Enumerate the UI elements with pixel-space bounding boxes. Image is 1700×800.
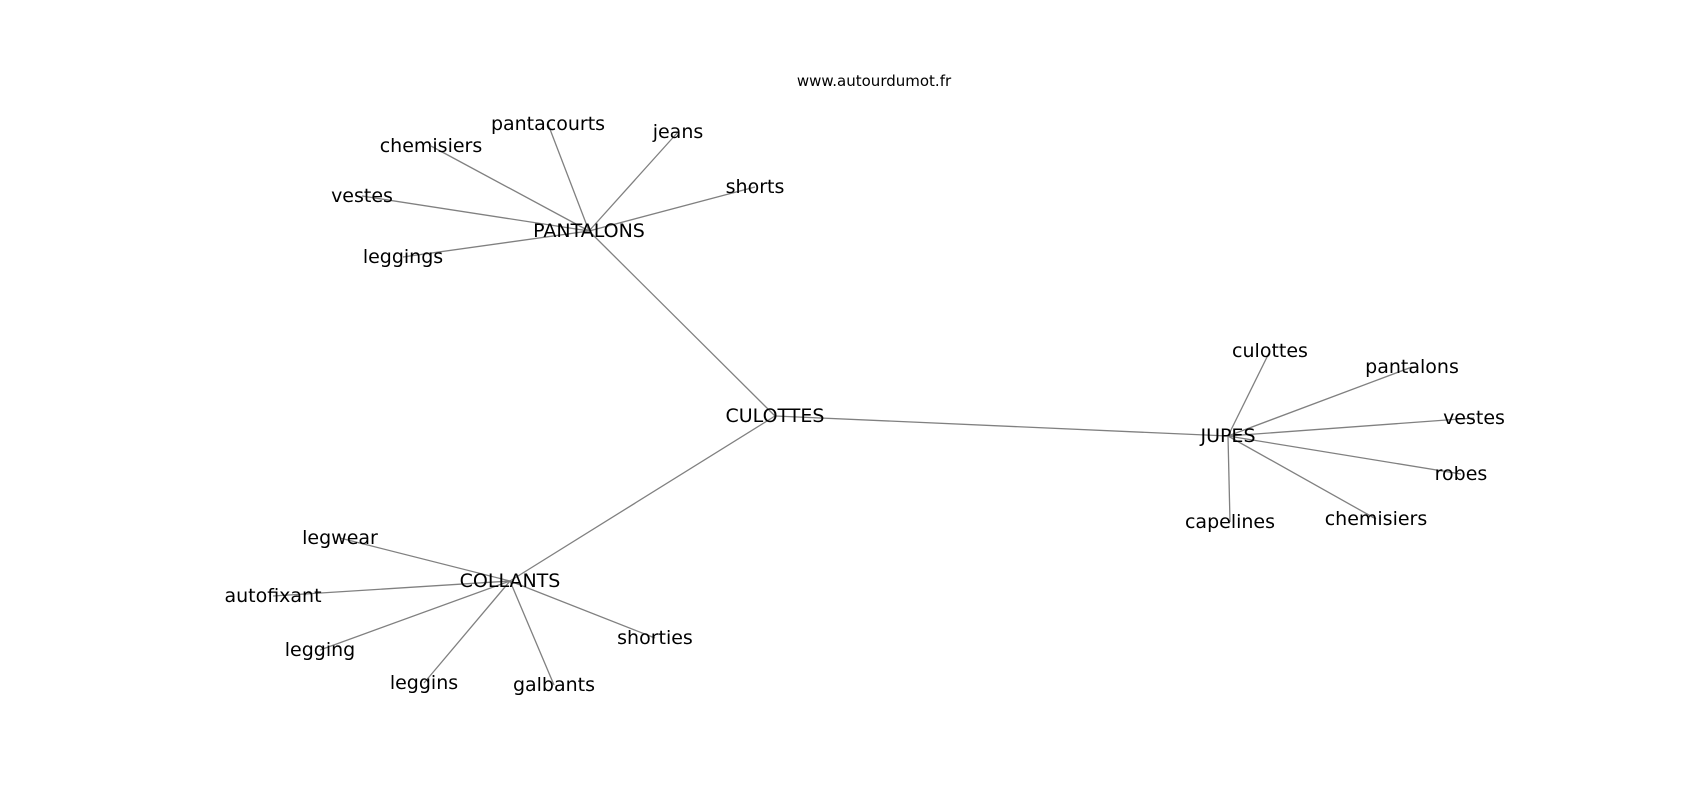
node-label-p-shorts: shorts (726, 176, 785, 198)
node-label-collants-hub: COLLANTS (460, 570, 561, 592)
edge-jupes-hub-to-j-capelines (1227, 435, 1231, 523)
edge-collants-hub-to-c-legging (319, 580, 511, 651)
node-label-j-pantalons: pantalons (1365, 356, 1459, 378)
edge-culottes-hub-to-collants-hub (509, 415, 776, 582)
node-label-j-capelines: capelines (1185, 511, 1275, 533)
edge-pantalons-hub-to-p-pantacourts (547, 123, 590, 232)
node-label-j-vestes: vestes (1443, 407, 1505, 429)
edge-jupes-hub-to-j-chemisiers (1227, 435, 1377, 520)
node-label-c-autofixant: autofixant (224, 585, 321, 607)
node-label-c-legging: legging (285, 639, 355, 661)
node-label-jupes-hub: JUPES (1199, 425, 1255, 447)
edge-collants-hub-to-c-shorties (509, 580, 656, 639)
edge-pantalons-hub-to-p-chemisiers (430, 145, 590, 232)
node-label-p-jeans: jeans (652, 121, 704, 143)
node-label-c-leggins: leggins (390, 672, 458, 694)
node-label-p-vestes: vestes (331, 185, 393, 207)
edge-pantalons-hub-to-p-vestes (361, 195, 590, 232)
node-label-j-culottes: culottes (1232, 340, 1308, 362)
edge-jupes-hub-to-j-culottes (1227, 350, 1271, 437)
graph-edges (272, 123, 1475, 686)
edge-pantalons-hub-to-p-leggings (402, 230, 590, 258)
edge-culottes-hub-to-pantalons-hub (588, 230, 776, 417)
node-label-c-legwear: legwear (302, 527, 378, 549)
edge-jupes-hub-to-j-pantalons (1227, 366, 1413, 437)
node-label-p-leggings: leggings (363, 246, 443, 268)
node-label-culottes-hub: CULOTTES (726, 405, 825, 427)
edge-collants-hub-to-c-autofixant (272, 580, 511, 597)
node-label-p-pantacourts: pantacourts (491, 113, 605, 135)
node-label-j-chemisiers: chemisiers (1325, 508, 1428, 530)
node-label-p-chemisiers: chemisiers (380, 135, 483, 157)
edge-pantalons-hub-to-p-jeans (588, 131, 679, 232)
node-label-j-robes: robes (1435, 463, 1488, 485)
edge-culottes-hub-to-jupes-hub (774, 415, 1229, 437)
node-label-c-galbants: galbants (513, 674, 595, 696)
edge-jupes-hub-to-j-vestes (1227, 417, 1475, 437)
edge-collants-hub-to-c-leggins (423, 580, 511, 684)
edge-collants-hub-to-c-legwear (339, 537, 511, 582)
source-watermark: www.autourdumot.fr (797, 72, 952, 90)
edge-pantalons-hub-to-p-shorts (588, 186, 756, 232)
graph-nodes: CULOTTES PANTALONS JUPES COLLANTS pantacourt… (224, 113, 1504, 696)
edge-jupes-hub-to-j-robes (1227, 435, 1462, 475)
node-label-c-shorties: shorties (617, 627, 693, 649)
edge-collants-hub-to-c-galbants (509, 580, 555, 686)
node-label-pantalons-hub: PANTALONS (533, 220, 645, 242)
